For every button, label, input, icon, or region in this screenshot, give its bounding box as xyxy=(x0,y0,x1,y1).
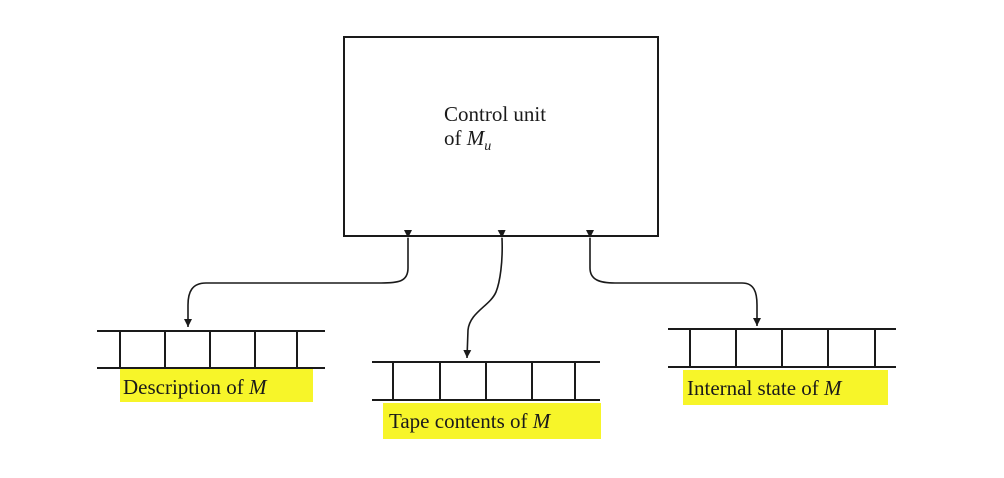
highlight-tape-contents xyxy=(383,403,601,439)
tape-description xyxy=(97,330,325,369)
control-unit-prefix: of xyxy=(444,126,467,151)
tape-internal-state xyxy=(668,328,896,368)
control-unit-line1: Control unit xyxy=(444,102,547,126)
tape-label-description: Description of M xyxy=(123,377,266,398)
tape-label-text: Description of xyxy=(123,375,249,399)
connector-middle xyxy=(463,229,506,359)
connector-left xyxy=(184,230,412,327)
control-unit-symbol: M xyxy=(466,126,485,151)
tape-label-text: Tape contents of xyxy=(389,409,533,433)
highlight-description xyxy=(120,369,313,402)
control-unit-line2: of Mu xyxy=(444,126,546,154)
tape-label-text: Internal state of xyxy=(687,376,825,400)
control-unit-label: Control unit of Mu xyxy=(444,102,547,154)
highlight-internal-state xyxy=(683,370,888,405)
tape-contents xyxy=(372,361,600,401)
tape-label-symbol: M xyxy=(824,376,842,400)
connector-right xyxy=(586,230,761,326)
control-unit-subscript: u xyxy=(484,139,492,155)
tape-label-symbol: M xyxy=(532,409,551,433)
tape-label-internal-state: Internal state of M xyxy=(687,378,842,399)
tape-label-contents: Tape contents of M xyxy=(389,411,550,432)
tape-label-symbol: M xyxy=(248,375,267,399)
